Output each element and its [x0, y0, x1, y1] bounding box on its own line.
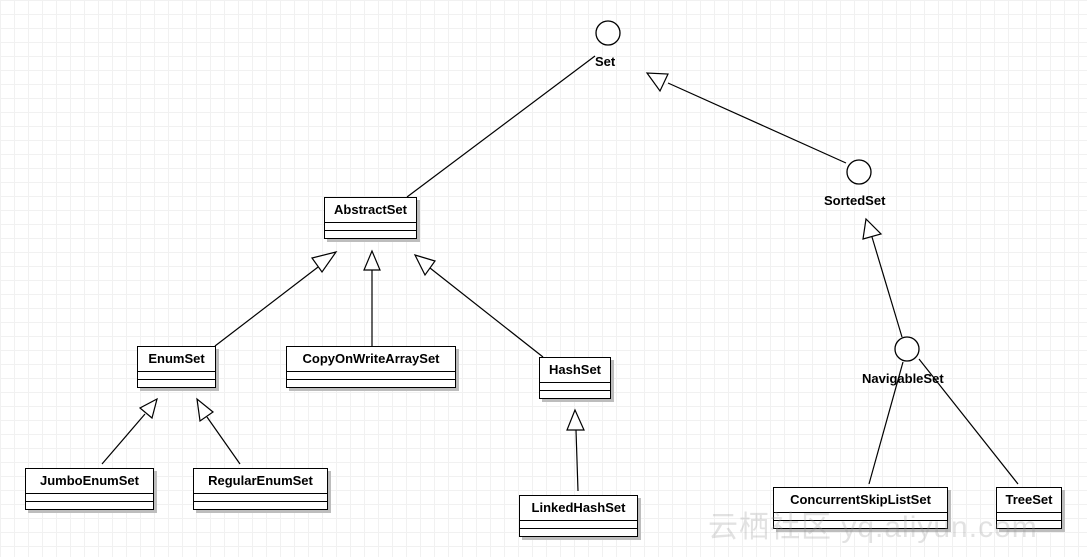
- sortedset-interface-icon: [846, 159, 872, 185]
- abstractset-to-set-line: [406, 55, 596, 198]
- class-operations-section: [325, 231, 416, 238]
- class-name-regularenumset: RegularEnumSet: [194, 469, 327, 494]
- class-box-copyonwritearrayset: CopyOnWriteArraySet: [286, 346, 456, 388]
- navigableset-interface-icon: [894, 336, 920, 362]
- watermark-text: 云栖社区 yq.aliyun.com: [708, 511, 1038, 544]
- linkedhashset-to-hashset-line: [575, 429, 579, 492]
- class-box-abstractset: AbstractSet: [324, 197, 417, 239]
- class-box-linkedhashset: LinkedHashSet: [519, 495, 638, 537]
- class-operations-section: [194, 502, 327, 509]
- class-name-linkedhashset: LinkedHashSet: [520, 496, 637, 521]
- class-box-treeset: TreeSet: [996, 487, 1062, 529]
- sortedset-to-set-line: [667, 82, 847, 164]
- class-name-treeset: TreeSet: [997, 488, 1061, 513]
- set-interface-icon: [595, 20, 621, 46]
- class-name-hashset: HashSet: [540, 358, 610, 383]
- hashset-to-abstractset-line: [429, 267, 544, 358]
- linkedhashset-generalization-arrow: [566, 408, 585, 431]
- enumset-to-abstractset-line: [214, 263, 323, 347]
- class-name-jumboenumset: JumboEnumSet: [26, 469, 153, 494]
- class-attributes-section: [138, 372, 215, 380]
- jumboenumset-generalization-arrow: [138, 397, 158, 420]
- class-operations-section: [287, 380, 455, 387]
- class-name-enumset: EnumSet: [138, 347, 215, 372]
- sortedset-generalization-arrow: [645, 72, 669, 93]
- navigableset-generalization-arrow: [862, 217, 883, 240]
- navigableset-to-sortedset-line: [871, 236, 903, 338]
- copyonwrite-generalization-arrow: [363, 249, 381, 271]
- hashset-generalization-arrow: [413, 254, 436, 277]
- class-attributes-section: [520, 521, 637, 529]
- class-attributes-section: [194, 494, 327, 502]
- class-attributes-section: [26, 494, 153, 502]
- class-operations-section: [26, 502, 153, 509]
- sortedset-interface-label: SortedSet: [824, 193, 886, 208]
- class-box-enumset: EnumSet: [137, 346, 216, 388]
- class-box-hashset: HashSet: [539, 357, 611, 399]
- class-box-jumboenumset: JumboEnumSet: [25, 468, 154, 510]
- treeset-to-navigableset-line: [918, 358, 1019, 485]
- regularenumset-to-enumset-line: [206, 416, 241, 465]
- class-attributes-section: [997, 513, 1061, 521]
- class-operations-section: [138, 380, 215, 387]
- class-box-regularenumset: RegularEnumSet: [193, 468, 328, 510]
- class-attributes-section: [540, 383, 610, 391]
- class-name-abstractset: AbstractSet: [325, 198, 416, 223]
- jumboenumset-to-enumset-line: [101, 413, 146, 465]
- class-attributes-section: [325, 223, 416, 231]
- enumset-generalization-arrow: [310, 251, 338, 274]
- class-operations-section: [540, 391, 610, 398]
- class-box-concurrentskiplistset: ConcurrentSkipListSet: [773, 487, 948, 529]
- class-attributes-section: [774, 513, 947, 521]
- concurrentskiplistset-to-navigableset-line: [868, 361, 904, 485]
- regularenumset-generalization-arrow: [196, 397, 214, 423]
- class-name-concurrentskiplistset: ConcurrentSkipListSet: [774, 488, 947, 513]
- class-name-copyonwritearrayset: CopyOnWriteArraySet: [287, 347, 455, 372]
- class-operations-section: [520, 529, 637, 536]
- set-interface-label: Set: [595, 54, 616, 69]
- class-attributes-section: [287, 372, 455, 380]
- navigableset-interface-label: NavigableSet: [862, 371, 944, 386]
